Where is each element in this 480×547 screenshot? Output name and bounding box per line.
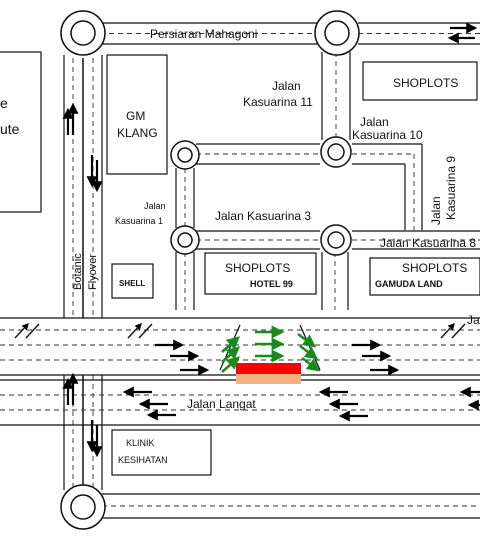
label-jalan-kasuarina-9-l1: Jalan	[429, 196, 443, 225]
roundabout-bottom-left	[60, 484, 106, 530]
left-building	[0, 51, 42, 213]
gamuda-building	[369, 257, 480, 296]
jalan-kasuarina-9-road	[404, 144, 423, 230]
jalan-kasuarina-10-road	[196, 143, 422, 165]
shell-building	[111, 263, 154, 299]
closure-red-bar	[236, 363, 301, 374]
bottom-road	[102, 493, 480, 519]
label-jalan-kasuarina-11-l1: Jalan	[272, 79, 301, 93]
label-jalan-kasuarina-1-l1: Jalan	[144, 201, 166, 211]
green-diversion-arrows	[221, 325, 321, 373]
label-gm-klang-l2: KLANG	[117, 126, 158, 140]
green-arrow-up-3	[221, 356, 240, 373]
label-gm-klang-l1: GM	[126, 109, 145, 123]
label-botanic-flyover-l1: Botanic	[72, 253, 84, 290]
klinik-building	[111, 429, 212, 476]
roundabouts	[60, 10, 360, 530]
persiaran-mahagoni-road	[100, 22, 480, 45]
gm-klang-building	[106, 54, 168, 175]
green-arrow-up-1	[221, 336, 240, 353]
green-arrow-down-1	[297, 332, 317, 348]
label-klinik-l2: KESIHATAN	[118, 455, 168, 465]
label-shoplots-gamuda: SHOPLOTS	[402, 261, 467, 275]
label-jalan-kasuarina-1-l2: Kasuarina 1	[115, 216, 163, 226]
green-arrow-down-3	[301, 356, 321, 372]
label-persiaran-mahagoni: Persiaran Mahagoni	[150, 27, 257, 41]
jalan-kasuarina-3-road	[196, 230, 480, 250]
slip-road-marks	[14, 322, 466, 339]
label-shell: SHELL	[119, 279, 145, 288]
label-jalan-kasuarina-9-l2: Kasuarina 9	[444, 156, 458, 220]
label-jalan-kasuarina-10-l2: Kasuarina 10	[352, 128, 423, 142]
connector-roads	[175, 252, 349, 310]
label-left-partial-1: e	[0, 95, 8, 111]
label-jalan-kasuarina-11-l2: Kasuarina 11	[243, 95, 313, 109]
label-hotel-99: HOTEL 99	[250, 279, 293, 289]
jalan-kasuarina-11-road	[321, 52, 351, 140]
hotel-building	[204, 252, 317, 295]
green-arrow-down-2	[299, 344, 319, 360]
roundabout-kasuarina-1-top	[170, 140, 200, 170]
roundabout-top-left	[60, 10, 106, 56]
jalan-kasuarina-1-road	[175, 168, 195, 228]
label-shoplots-top: SHOPLOTS	[393, 76, 458, 90]
label-botanic-flyover-l2: Flyover	[87, 254, 99, 290]
roundabout-kasuarina-1-bottom	[170, 225, 200, 255]
traffic-arrows	[62, 22, 480, 458]
roundabout-kasuarina-10	[320, 136, 352, 168]
closure-peach-bar	[236, 374, 301, 384]
label-klinik-l1: KLINIK	[126, 438, 155, 448]
label-jalan-langat: Jalan Langat	[187, 397, 256, 411]
label-gamuda-land: GAMUDA LAND	[375, 279, 443, 289]
label-jalan-kasuarina-3: Jalan Kasuarina 3	[215, 209, 311, 223]
roundabout-top-right	[314, 10, 360, 56]
label-left-partial-2: ute	[0, 121, 20, 137]
label-right-edge-ja: Ja	[467, 313, 480, 327]
label-shoplots-hotel: SHOPLOTS	[225, 261, 290, 275]
label-jalan-kasuarina-10-l1: Jalan	[360, 115, 389, 129]
shoplots-top-building	[362, 61, 478, 101]
label-jalan-kasuarina-8: Jalan Kasuarina 8	[380, 236, 476, 250]
roundabout-kasuarina-3	[320, 224, 352, 256]
green-arrow-up-2	[221, 346, 240, 363]
